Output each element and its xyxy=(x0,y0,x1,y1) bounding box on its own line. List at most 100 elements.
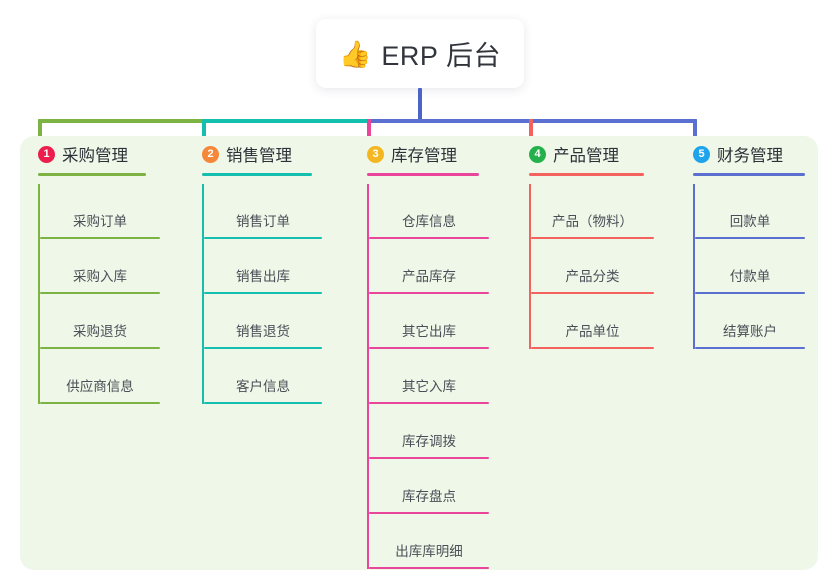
branch-column-5[interactable]: 5 财务管理回款单付款单结算账户 xyxy=(675,136,825,349)
branch-item-label: 付款单 xyxy=(729,269,771,284)
branch-item[interactable]: 销售出库 xyxy=(204,239,322,294)
thumbs-up-icon: 👍 xyxy=(339,38,372,69)
branch-column-2[interactable]: 2 销售管理销售订单销售出库销售退货客户信息 xyxy=(184,136,342,404)
connector-bar-green xyxy=(38,119,206,123)
branch-item[interactable]: 销售退货 xyxy=(204,294,322,349)
branch-item-label: 采购订单 xyxy=(73,214,127,229)
branch-header-underline xyxy=(38,173,146,176)
branch-items: 仓库信息产品库存其它出库其它入库库存调拨库存盘点出库库明细 xyxy=(349,184,509,569)
branch-title: 财务管理 xyxy=(717,147,783,165)
branch-column-1[interactable]: 1 采购管理采购订单采购入库采购退货供应商信息 xyxy=(20,136,180,404)
branch-item[interactable]: 供应商信息 xyxy=(40,349,160,404)
branch-item-label: 采购退货 xyxy=(73,324,127,339)
branch-item-underline xyxy=(204,292,322,294)
branch-item[interactable]: 采购入库 xyxy=(40,239,160,294)
branch-item-label: 销售退货 xyxy=(236,324,290,339)
branch-item-label: 产品（物料） xyxy=(552,214,633,229)
root-title: ERP 后台 xyxy=(381,41,501,71)
branch-item-underline xyxy=(369,457,489,459)
branch-item-underline xyxy=(531,292,654,294)
branch-items: 回款单付款单结算账户 xyxy=(675,184,825,349)
branch-index-badge: 1 xyxy=(38,145,55,163)
branch-item-label: 其它出库 xyxy=(402,324,456,339)
branch-items: 产品（物料） 产品分类产品单位 xyxy=(511,184,674,349)
branch-item-underline xyxy=(369,567,489,569)
branch-title: 销售管理 xyxy=(226,147,292,165)
branch-header-库存管理[interactable]: 3 库存管理 xyxy=(349,136,509,172)
branch-item[interactable]: 库存调拨 xyxy=(369,404,489,459)
branch-item-underline xyxy=(204,347,322,349)
branches-panel: 1 采购管理采购订单采购入库采购退货供应商信息 2 销售管理销售订单销售出库销售退货客… xyxy=(20,136,818,570)
branch-item-underline xyxy=(531,347,654,349)
branch-spine xyxy=(693,184,695,349)
branch-item[interactable]: 产品单位 xyxy=(531,294,654,349)
branch-item-label: 产品库存 xyxy=(402,269,456,284)
branch-header-产品管理[interactable]: 4 产品管理 xyxy=(511,136,674,172)
branch-item-label: 销售出库 xyxy=(236,269,290,284)
branch-title: 库存管理 xyxy=(391,147,457,165)
branch-item[interactable]: 产品（物料） xyxy=(531,184,654,239)
branch-item[interactable]: 仓库信息 xyxy=(369,184,489,239)
branch-items: 采购订单采购入库采购退货供应商信息 xyxy=(20,184,180,404)
branch-item[interactable]: 结算账户 xyxy=(695,294,805,349)
connector-trunk xyxy=(418,88,422,123)
branch-item-label: 销售订单 xyxy=(236,214,290,229)
branch-item[interactable]: 产品库存 xyxy=(369,239,489,294)
branch-spine xyxy=(367,184,369,569)
branch-item-label: 回款单 xyxy=(729,214,771,229)
branch-header-采购管理[interactable]: 1 采购管理 xyxy=(20,136,180,172)
branch-spine xyxy=(38,184,40,404)
branch-item-label: 库存调拨 xyxy=(402,434,456,449)
branch-header-underline xyxy=(202,173,312,176)
branch-index-badge: 4 xyxy=(529,145,546,163)
branch-item-label: 采购入库 xyxy=(73,269,127,284)
branch-item-underline xyxy=(695,237,805,239)
branch-column-4[interactable]: 4 产品管理产品（物料） 产品分类产品单位 xyxy=(511,136,674,349)
branch-index-badge: 5 xyxy=(693,145,710,163)
branch-item[interactable]: 其它入库 xyxy=(369,349,489,404)
branch-header-underline xyxy=(529,173,644,176)
branch-item[interactable]: 产品分类 xyxy=(531,239,654,294)
branch-spine xyxy=(202,184,204,404)
branch-title: 产品管理 xyxy=(553,147,619,165)
branch-item-underline xyxy=(204,402,322,404)
branch-item-underline xyxy=(40,237,160,239)
branch-header-underline xyxy=(367,173,479,176)
branch-item[interactable]: 客户信息 xyxy=(204,349,322,404)
branch-items: 销售订单销售出库销售退货客户信息 xyxy=(184,184,342,404)
branch-item[interactable]: 库存盘点 xyxy=(369,459,489,514)
branch-item-label: 结算账户 xyxy=(723,324,777,339)
branch-header-财务管理[interactable]: 5 财务管理 xyxy=(675,136,825,172)
branch-item[interactable]: 付款单 xyxy=(695,239,805,294)
branch-item-underline xyxy=(204,237,322,239)
branch-index-badge: 2 xyxy=(202,145,219,163)
branch-item-label: 供应商信息 xyxy=(66,379,134,394)
branch-header-销售管理[interactable]: 2 销售管理 xyxy=(184,136,342,172)
branch-index-badge: 3 xyxy=(367,145,384,163)
branch-item-label: 客户信息 xyxy=(236,379,290,394)
branch-title: 采购管理 xyxy=(62,147,128,165)
branch-item-underline xyxy=(695,292,805,294)
branch-item-underline xyxy=(40,402,160,404)
branch-item-label: 出库库明细 xyxy=(395,544,463,559)
branch-item-label: 仓库信息 xyxy=(402,214,456,229)
branch-item-underline xyxy=(369,237,489,239)
branch-item[interactable]: 采购订单 xyxy=(40,184,160,239)
branch-item[interactable]: 出库库明细 xyxy=(369,514,489,569)
branch-item-label: 其它入库 xyxy=(402,379,456,394)
root-node[interactable]: 👍 ERP 后台 xyxy=(316,19,524,88)
branch-item-underline xyxy=(695,347,805,349)
branch-item[interactable]: 回款单 xyxy=(695,184,805,239)
branch-item-underline xyxy=(40,347,160,349)
branch-item-label: 产品分类 xyxy=(565,269,620,284)
connector-bar-teal xyxy=(202,119,371,123)
branch-item-underline xyxy=(369,512,489,514)
branch-item-underline xyxy=(369,292,489,294)
branch-item-underline xyxy=(369,402,489,404)
branch-item[interactable]: 采购退货 xyxy=(40,294,160,349)
branch-item[interactable]: 其它出库 xyxy=(369,294,489,349)
branch-item-underline xyxy=(40,292,160,294)
branch-item[interactable]: 销售订单 xyxy=(204,184,322,239)
branch-column-3[interactable]: 3 库存管理仓库信息产品库存其它出库其它入库库存调拨库存盘点出库库明细 xyxy=(349,136,509,569)
